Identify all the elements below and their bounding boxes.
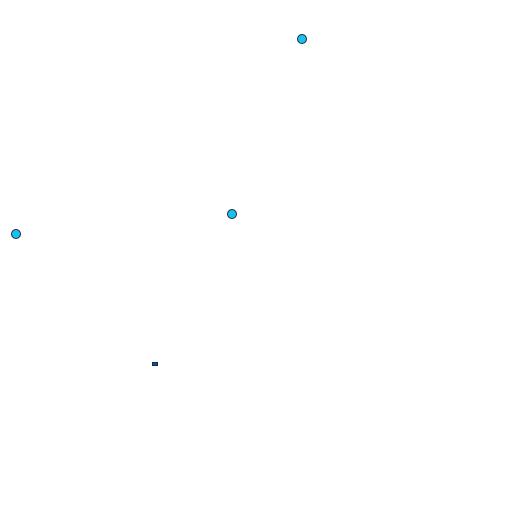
point-marker-1[interactable]: [297, 34, 307, 44]
point-marker-3[interactable]: [11, 229, 21, 239]
small-dot-marker[interactable]: [152, 362, 158, 366]
point-marker-2[interactable]: [227, 209, 237, 219]
